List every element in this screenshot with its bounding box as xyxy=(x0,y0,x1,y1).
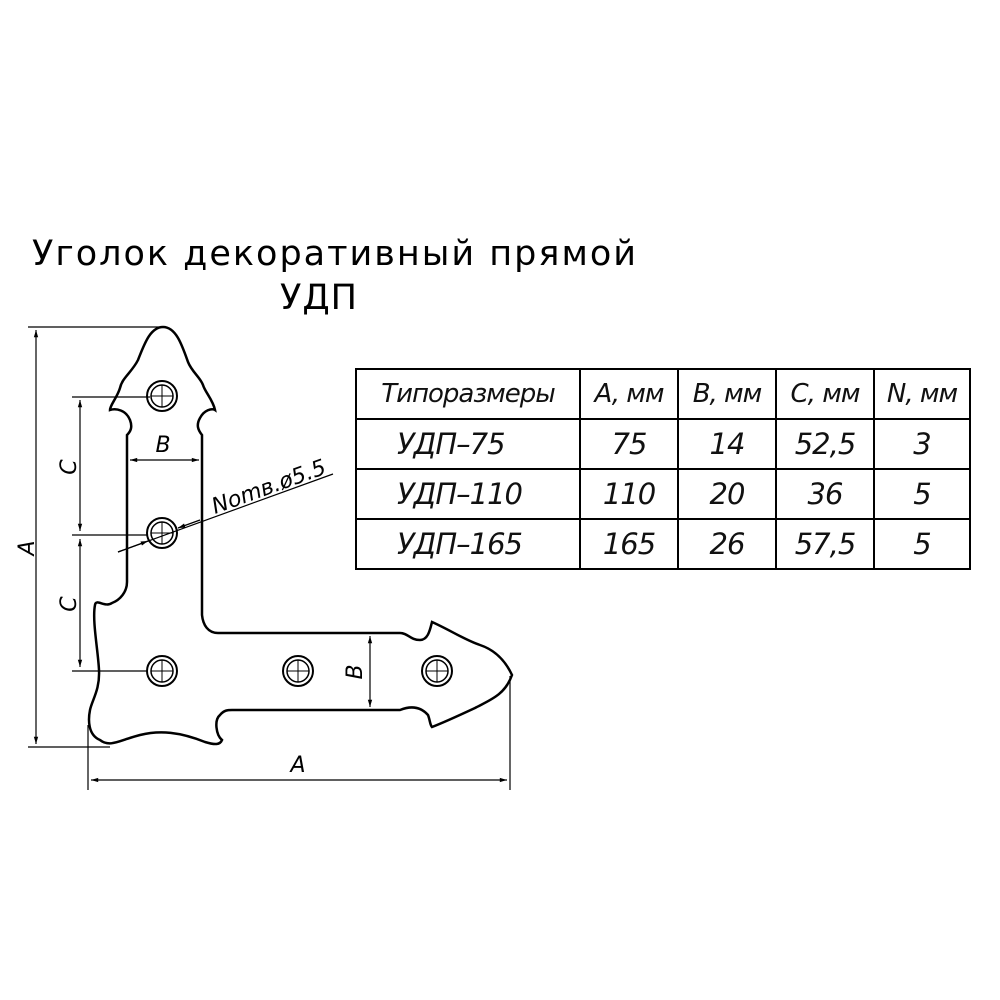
table-row: УДП–165 165 26 57,5 5 xyxy=(355,518,971,570)
drawing-subtitle: УДП xyxy=(280,278,358,318)
header-a: A, мм xyxy=(579,368,679,420)
cell-c: 36 xyxy=(775,468,875,520)
header-c: C, мм xyxy=(775,368,875,420)
dimension-b-vertical-arm: B xyxy=(130,433,199,463)
header-b: B, мм xyxy=(677,368,777,420)
svg-text:A: A xyxy=(15,540,40,557)
svg-text:C: C xyxy=(57,596,82,612)
cell-a: 75 xyxy=(579,418,679,470)
cell-n: 3 xyxy=(873,418,971,470)
cell-size-type: УДП–165 xyxy=(355,518,581,570)
cell-size-type: УДП–75 xyxy=(355,418,581,470)
mounting-holes xyxy=(146,380,453,687)
cell-a: 165 xyxy=(579,518,679,570)
hole-2 xyxy=(146,517,178,549)
cell-b: 14 xyxy=(677,418,777,470)
hole-4 xyxy=(282,655,314,687)
table-row: УДП–75 75 14 52,5 3 xyxy=(355,418,971,470)
svg-text:C: C xyxy=(57,459,82,475)
bracket-outline xyxy=(87,325,514,746)
cell-size-type: УДП–110 xyxy=(355,468,581,520)
dimension-a-horizontal: A xyxy=(87,676,511,790)
drawing-title: Уголок декоративный прямой xyxy=(32,234,639,274)
cell-a: 110 xyxy=(579,468,679,520)
cell-c: 57,5 xyxy=(775,518,875,570)
cell-b: 20 xyxy=(677,468,777,520)
svg-text:B: B xyxy=(343,664,368,679)
header-n: N, мм xyxy=(873,368,971,420)
header-size-type: Типоразмеры xyxy=(355,368,581,420)
hole-1 xyxy=(146,380,178,412)
dimension-b-horizontal-arm: B xyxy=(343,636,373,707)
hole-5 xyxy=(421,655,453,687)
cell-n: 5 xyxy=(873,518,971,570)
svg-text:Nomв.ø5.5: Nomв.ø5.5 xyxy=(209,455,330,519)
sizes-table: Типоразмеры A, мм B, мм C, мм N, мм УДП–… xyxy=(355,368,971,570)
svg-text:A: A xyxy=(288,753,305,778)
dimension-c: C C xyxy=(57,396,150,672)
svg-text:B: B xyxy=(155,433,170,458)
cell-b: 26 xyxy=(677,518,777,570)
table-row: УДП–110 110 20 36 5 xyxy=(355,468,971,520)
table-header-row: Типоразмеры A, мм B, мм C, мм N, мм xyxy=(355,368,971,420)
hole-3 xyxy=(146,655,178,687)
cell-c: 52,5 xyxy=(775,418,875,470)
hole-callout: Nomв.ø5.5 xyxy=(117,455,334,553)
cell-n: 5 xyxy=(873,468,971,520)
dimension-a-vertical: A xyxy=(15,326,163,748)
